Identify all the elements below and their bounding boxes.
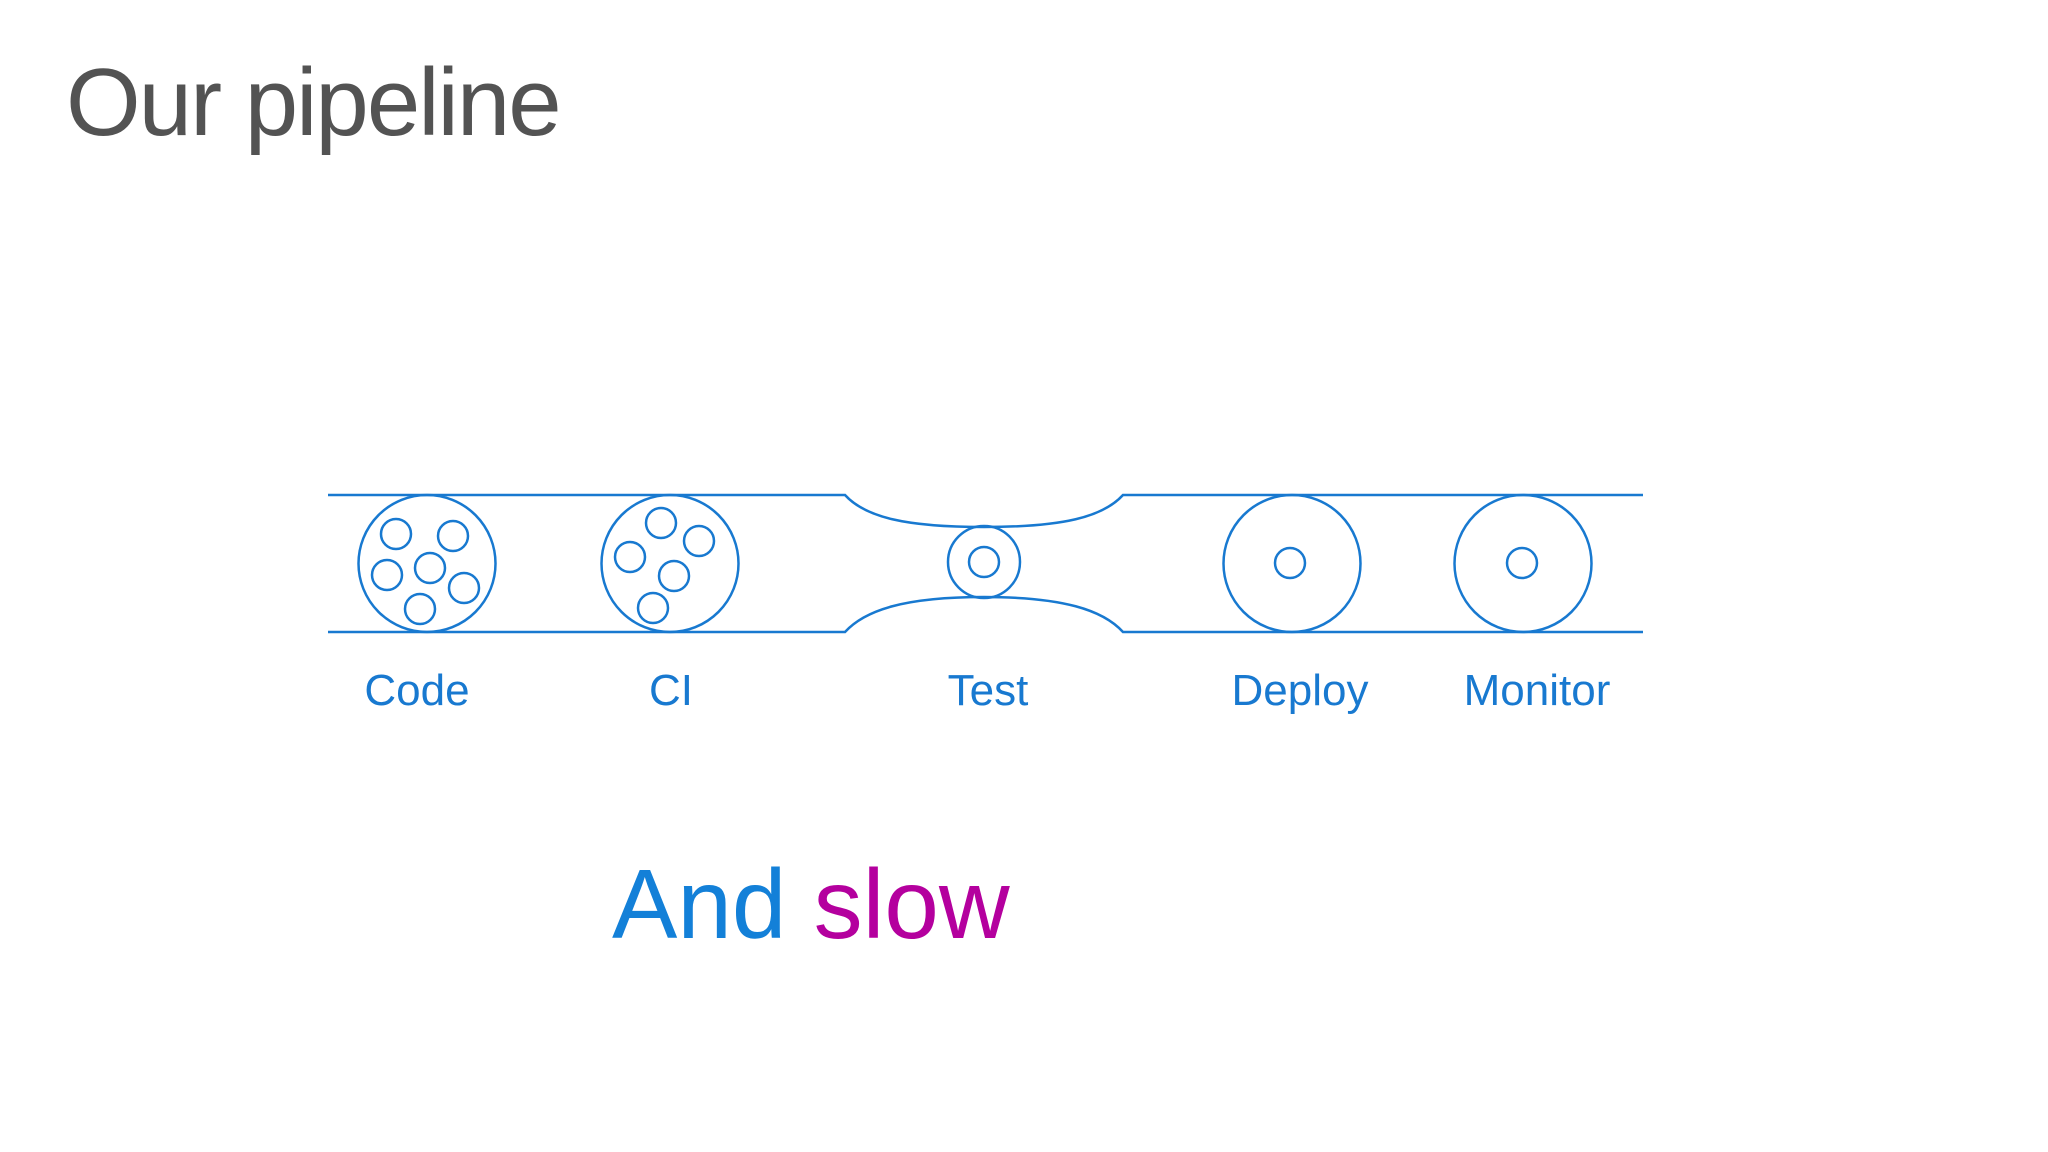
stage-circle-monitor	[1453, 493, 1593, 634]
stage-label-monitor: Monitor	[1463, 666, 1611, 715]
work-item-dot	[447, 571, 481, 605]
page-title: Our pipeline	[66, 49, 562, 156]
work-item-dot	[403, 592, 437, 626]
caption-word-slow: slow	[813, 849, 1010, 959]
work-item-dot	[413, 551, 447, 585]
caption: And slow	[612, 848, 1010, 961]
work-item-dot	[644, 506, 678, 540]
work-item-dot	[436, 519, 470, 553]
stage-circle-ci	[600, 493, 740, 634]
stage-label-code: Code	[364, 666, 470, 715]
work-item-dot	[1505, 546, 1539, 580]
work-item-dot	[682, 524, 716, 558]
pipe-top-edge	[328, 493, 1643, 529]
work-item-dot	[636, 591, 670, 625]
stage-circle-deploy	[1222, 493, 1362, 634]
stage-label-test: Test	[947, 666, 1029, 715]
stage-label-deploy: Deploy	[1231, 666, 1369, 715]
work-item-dot	[657, 559, 691, 593]
work-item-dot	[1273, 546, 1307, 580]
caption-word-and: And	[612, 849, 787, 959]
work-item-dot	[370, 558, 404, 592]
stage-circle-test	[946, 524, 1022, 600]
stage-circle-code	[357, 493, 497, 634]
work-item-dot	[379, 517, 413, 551]
stage-label-ci: CI	[649, 666, 693, 715]
work-item-dot	[967, 545, 1001, 579]
work-item-dot	[613, 540, 647, 574]
pipe-bottom-edge	[328, 595, 1643, 634]
pipe-outline	[328, 493, 1643, 634]
